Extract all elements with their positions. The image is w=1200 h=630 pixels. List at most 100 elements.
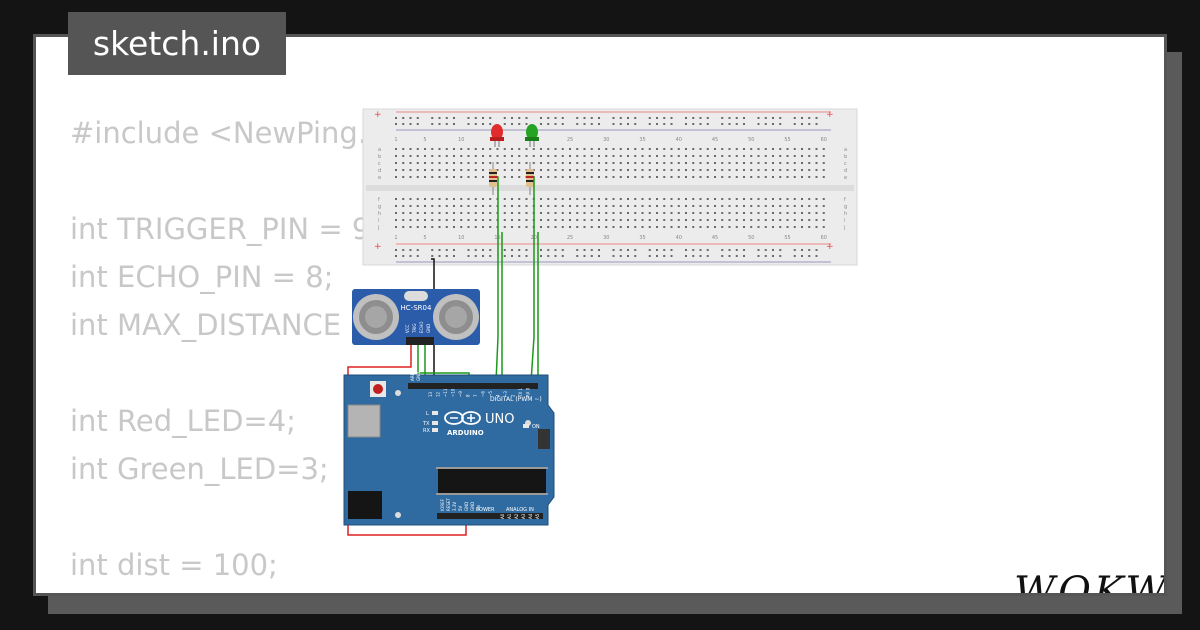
breadboard-hole [511,219,513,221]
digital-pin-label: ~3 [503,391,508,397]
breadboard-hole [793,249,796,251]
breadboard-hole [815,219,818,221]
breadboard-hole [663,162,666,164]
breadboard-hole [685,162,687,164]
digital-pin-label: 8 [466,394,471,397]
breadboard-hole [685,176,687,178]
breadboard-hole [750,155,753,157]
breadboard-hole [424,205,426,207]
breadboard-row-label: a [844,147,847,153]
breadboard-hole [619,255,622,257]
breadboard-hole [445,155,448,157]
breadboard-hole [793,117,796,119]
breadboard-hole [685,148,687,150]
breadboard-hole [409,155,412,157]
breadboard-hole [815,169,818,171]
breadboard-hole [627,162,629,164]
breadboard-hole [576,162,579,164]
breadboard-hole [554,117,557,119]
breadboard-hole [735,148,738,150]
breadboard-hole [605,198,608,200]
breadboard-hole [612,176,615,178]
breadboard-row-label: e [378,175,381,181]
breadboard-hole [699,212,702,214]
breadboard-hole [692,255,695,257]
breadboard-row-label: d [378,168,381,174]
power-jack [348,491,382,519]
breadboard-hole [605,162,608,164]
breadboard-hole [569,212,571,214]
breadboard-hole [511,212,513,214]
breadboard-row-label: e [844,175,847,181]
breadboard-hole [706,226,709,228]
breadboard-hole [757,249,760,251]
breadboard-hole [793,148,796,150]
breadboard-hole [605,155,608,157]
breadboard-hole [416,205,419,207]
breadboard-hole [576,176,579,178]
breadboard-hole [518,212,521,214]
breadboard-hole [735,255,738,257]
arduino-uno-board: DIGITAL (PWM ~) UNO ARDUINO ON L TX RX A… [343,370,555,526]
breadboard-hole [605,205,608,207]
breadboard-hole [735,212,738,214]
breadboard-hole [474,226,477,228]
breadboard-hole [692,176,695,178]
breadboard-hole [714,212,716,214]
svg-text:+: + [826,242,834,252]
breadboard-hole [641,169,644,171]
breadboard-hole [786,212,789,214]
breadboard-hole [547,162,550,164]
breadboard-hole [554,219,557,221]
breadboard-hole [648,219,651,221]
breadboard-hole [554,176,557,178]
breadboard-hole [561,123,564,125]
breadboard-hole [402,117,405,119]
l-label: L [426,411,429,417]
breadboard-hole [677,176,680,178]
breadboard-hole [779,155,782,157]
breadboard-row-label: c [844,161,847,167]
breadboard-row-label: d [844,168,847,174]
breadboard-hole [692,123,695,125]
breadboard-hole [525,155,528,157]
breadboard-hole [540,198,542,200]
breadboard-hole [438,226,441,228]
breadboard-hole [757,255,760,257]
breadboard-hole [648,249,651,251]
breadboard-hole [576,123,579,125]
breadboard-hole [627,226,629,228]
breadboard-hole [511,249,513,251]
breadboard-hole [728,255,731,257]
board-model: UNO [485,412,514,427]
breadboard-hole [815,123,818,125]
breadboard-hole [561,249,564,251]
breadboard-hole [685,212,687,214]
breadboard-hole [395,117,397,119]
breadboard-hole [598,219,600,221]
breadboard-hole [409,249,412,251]
breadboard-hole [808,117,811,119]
breadboard-hole [496,155,499,157]
breadboard-hole [503,176,506,178]
breadboard-hole [677,226,680,228]
breadboard-hole [511,255,513,257]
breadboard-hole [779,117,782,119]
breadboard-hole [764,162,767,164]
breadboard-hole [590,155,593,157]
breadboard-hole [540,219,542,221]
breadboard-hole [547,148,550,150]
breadboard-hole [757,155,760,157]
breadboard-hole [583,249,586,251]
breadboard-hole [569,219,571,221]
breadboard-hole [518,249,521,251]
breadboard-hole [540,226,542,228]
digital-pin-label: 7 [473,394,478,397]
breadboard-hole [692,219,695,221]
breadboard-hole [583,162,586,164]
breadboard-hole [808,226,811,228]
breadboard-hole [714,226,716,228]
breadboard-hole [793,219,796,221]
breadboard-hole [612,255,615,257]
breadboard-hole [460,212,463,214]
